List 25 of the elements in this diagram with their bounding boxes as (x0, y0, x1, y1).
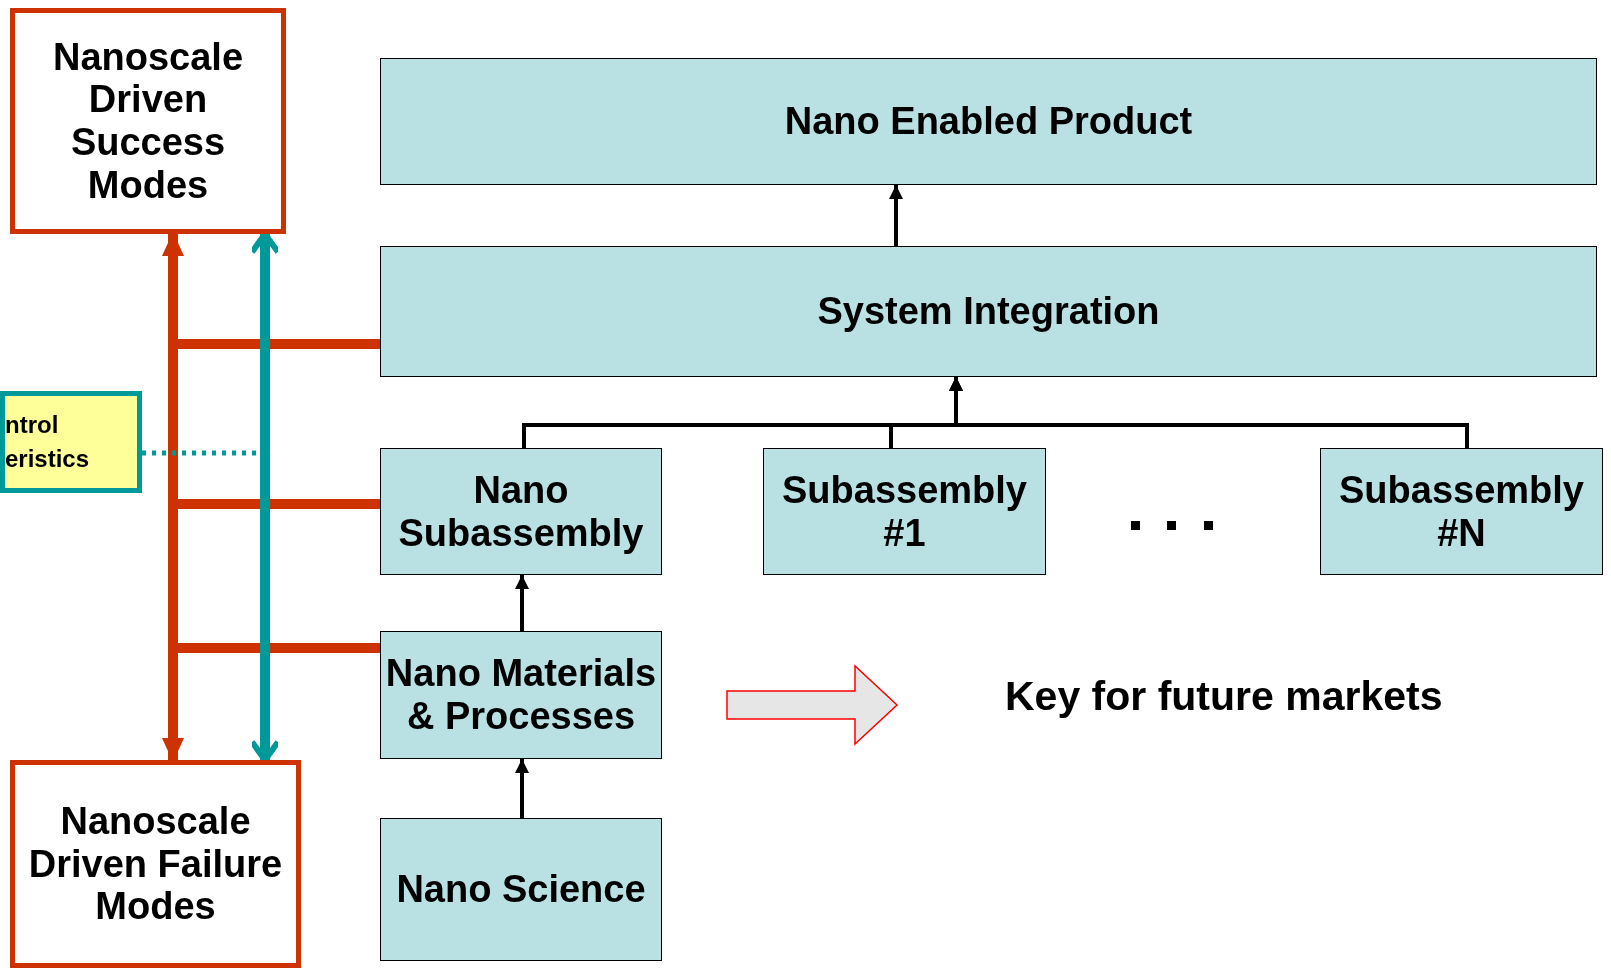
node-label: System Integration (816, 290, 1161, 333)
process-box (380, 631, 662, 759)
node-label: Nanoscale Driven Success Modes (51, 35, 245, 207)
arrow (515, 759, 529, 818)
note-box (0, 391, 142, 493)
node-label: Nano Science (395, 868, 647, 911)
arrow (515, 575, 529, 631)
node-label: Nano Materials & Processes (384, 652, 658, 738)
node-label: ntrol eristics (5, 410, 91, 474)
text-label: Key for future markets (1005, 676, 1443, 717)
arrow (889, 185, 903, 246)
node-label: Nano Enabled Product (783, 100, 1194, 143)
process-box (380, 448, 662, 575)
node-label: Nano Subassembly (397, 468, 645, 555)
process-box (380, 818, 662, 961)
node-label: Nanoscale Driven Failure Modes (27, 800, 284, 928)
node-label: Subassembly #1 (781, 468, 1028, 555)
process-box (380, 58, 1597, 185)
process-box (10, 8, 286, 234)
arrow (162, 232, 184, 762)
process-box (763, 448, 1046, 575)
process-box (1320, 448, 1603, 575)
process-box (10, 760, 301, 968)
node-label: Subassembly #N (1338, 468, 1585, 555)
process-box (380, 246, 1597, 377)
